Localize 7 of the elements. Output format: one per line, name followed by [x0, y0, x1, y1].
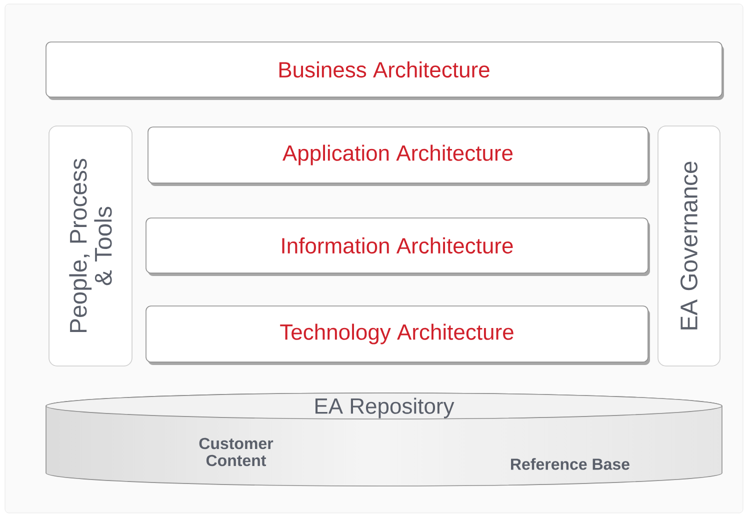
repository-cylinder: EA Repository Customer Content Reference Base — [46, 392, 722, 486]
side-panel: EA Governance — [658, 126, 720, 366]
side-panel: People, Process & Tools — [48, 126, 132, 366]
layer-box: Information Architecture — [146, 218, 650, 276]
layer-box: Business Architecture — [46, 42, 724, 100]
layer-box: Application Architecture — [148, 126, 650, 186]
layer-box: Technology Architecture — [146, 306, 650, 365]
